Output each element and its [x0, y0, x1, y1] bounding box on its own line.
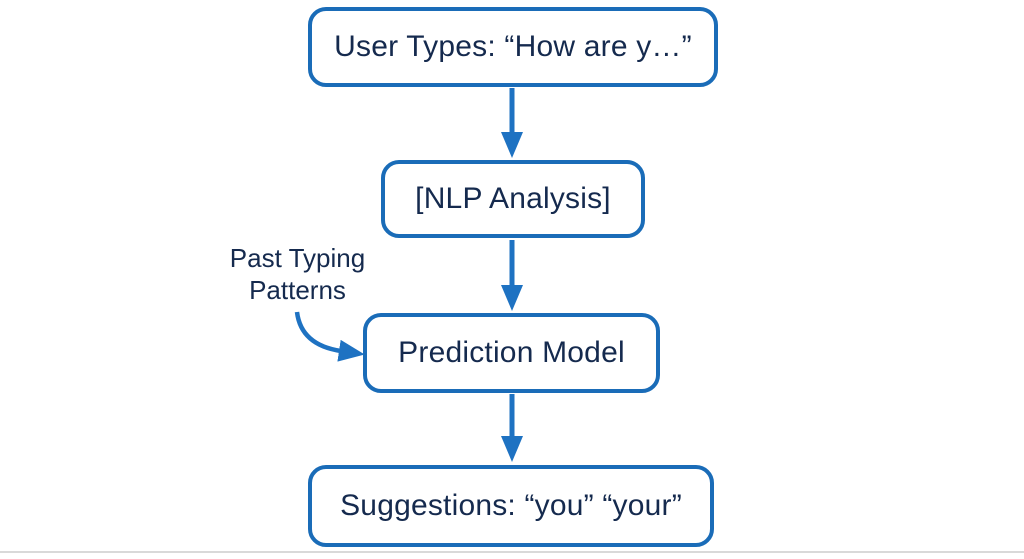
annotation-past-typing-patterns: Past Typing Patterns [229, 243, 366, 305]
node-prediction-model-label: Prediction Model [398, 336, 625, 369]
bottom-divider-line [0, 551, 1024, 553]
node-nlp-analysis: [NLP Analysis] [381, 160, 645, 238]
node-user-types: User Types: “How are y…” [308, 7, 718, 87]
node-prediction-model: Prediction Model [363, 313, 660, 393]
node-suggestions: Suggestions: “you” “your” [308, 465, 714, 547]
node-user-types-label: User Types: “How are y…” [334, 30, 692, 63]
node-nlp-analysis-label: [NLP Analysis] [415, 182, 611, 215]
node-suggestions-label: Suggestions: “you” “your” [340, 489, 682, 522]
arrow-patterns-to-prediction [294, 311, 365, 362]
